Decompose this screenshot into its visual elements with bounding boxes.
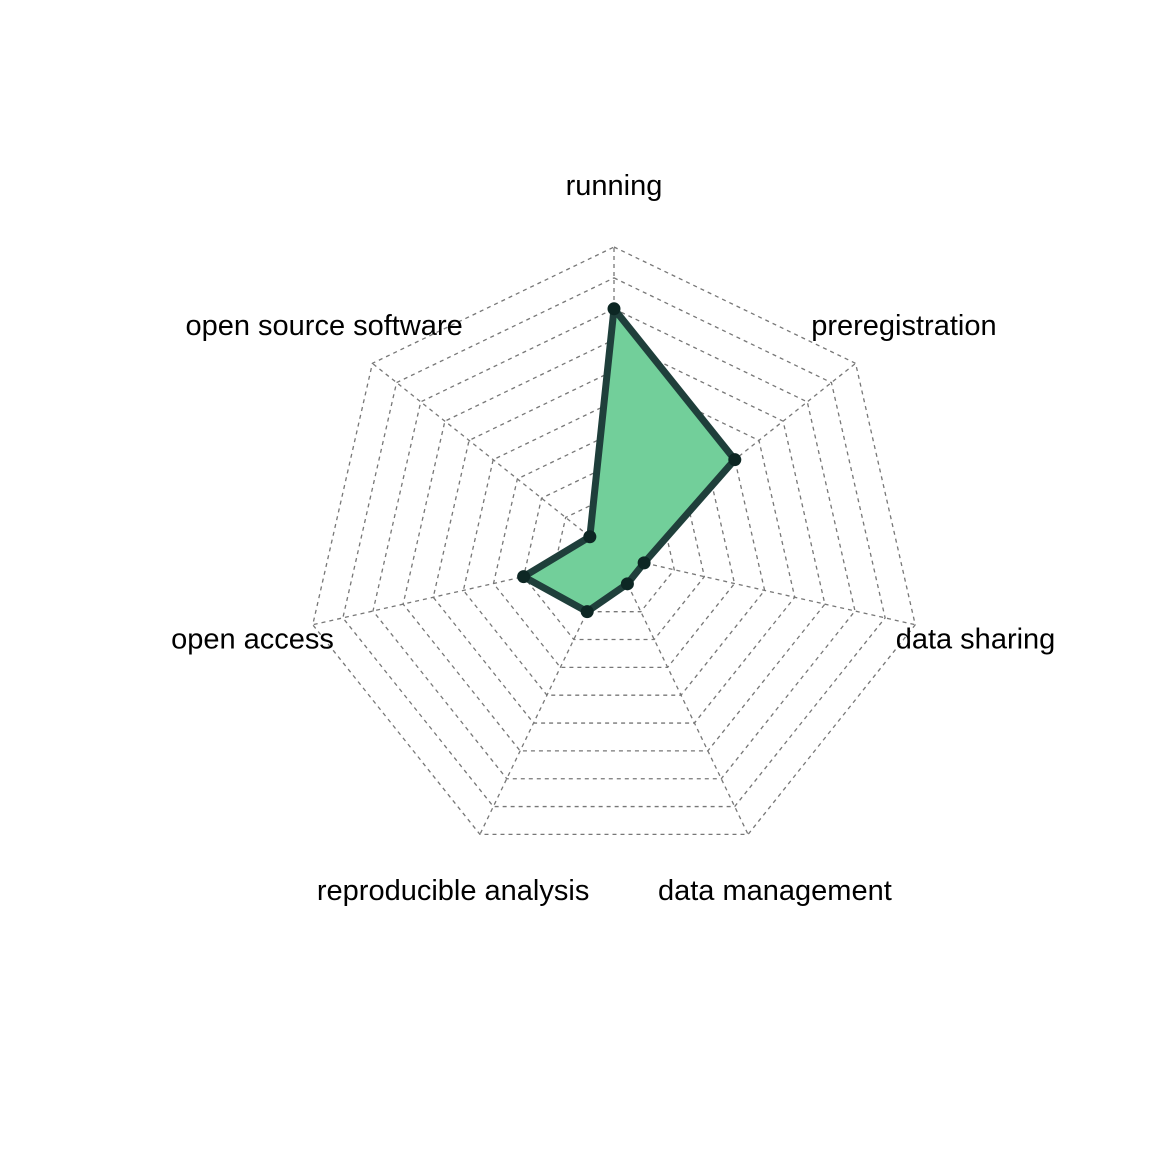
grid-ring: [402, 338, 826, 752]
axis-label: data sharing: [896, 624, 1056, 656]
axis-label: preregistration: [811, 310, 996, 342]
data-point: [517, 570, 531, 584]
axis-line: [372, 362, 615, 557]
axis-label: reproducible analysis: [317, 875, 589, 907]
series: [517, 302, 742, 619]
grid-ring: [312, 246, 916, 836]
grid-ring: [522, 462, 706, 641]
data-point: [607, 302, 621, 316]
data-point: [728, 453, 742, 467]
data-point: [637, 556, 651, 570]
grid-ring: [432, 369, 796, 724]
series-area: [520, 305, 739, 616]
data-point: [583, 530, 597, 544]
grid-ring: [342, 277, 886, 808]
grid-ring: [492, 431, 736, 669]
axis-label: open source software: [185, 310, 462, 342]
data-point: [580, 605, 594, 619]
grid-ring: [372, 308, 856, 780]
axis-line: [613, 555, 749, 835]
data-point: [620, 577, 634, 591]
axis-label: running: [566, 170, 663, 202]
grid-ring: [553, 493, 675, 613]
axis-label: data management: [658, 875, 892, 907]
axis-label: open access: [171, 624, 334, 656]
axis-line: [613, 555, 916, 626]
axis-labels: running preregistration data sharing data m…: [171, 170, 1055, 907]
